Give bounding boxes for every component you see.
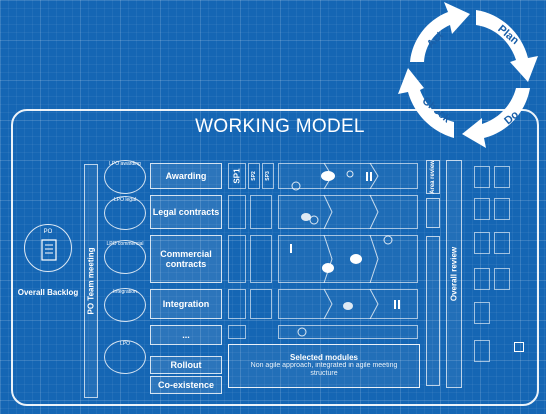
crown-badge-icon <box>343 302 353 310</box>
module-label: Legal contracts <box>152 207 220 217</box>
sp3-box: SP3 <box>262 163 274 189</box>
area-review-lane <box>426 198 440 228</box>
module-label: Awarding <box>165 171 207 181</box>
sp-label: SP3 <box>265 171 271 181</box>
sprint-lane-3 <box>278 235 418 283</box>
pill-text: LPO commercial <box>106 241 144 247</box>
right-box <box>474 232 490 254</box>
refresh-icon <box>383 235 393 245</box>
refresh-icon <box>309 215 319 225</box>
crown-badge-icon <box>350 254 362 264</box>
sp-lane-box <box>228 195 246 229</box>
module-integration: Integration <box>150 289 222 319</box>
right-box <box>474 340 490 362</box>
sp-label: SP1 <box>232 168 242 184</box>
po-label: PO <box>43 229 53 235</box>
right-box <box>494 166 510 188</box>
working-model-frame <box>11 109 539 406</box>
module-label: Commercial contracts <box>160 249 212 269</box>
refresh-icon <box>297 327 307 337</box>
po-team-meeting-label: PO Team meeting <box>86 247 96 315</box>
right-box <box>474 302 490 324</box>
box-icon <box>514 342 524 352</box>
check-arrow <box>398 68 454 138</box>
module-legal-contracts: Legal contracts <box>150 195 222 229</box>
page-title: WORKING MODEL <box>195 116 365 137</box>
area-review-label: Area review <box>430 160 436 194</box>
lpo-pill-5: LPO <box>104 340 146 374</box>
arrow-icon <box>394 300 396 309</box>
overall-backlog-label: Overall Backlog <box>17 288 79 297</box>
module-label: Integration <box>162 299 210 309</box>
lpo-pill-4: Integration <box>104 288 146 322</box>
module-label: Co-existence <box>157 380 215 390</box>
right-box <box>494 232 510 254</box>
module-ellipsis: ... <box>150 325 222 345</box>
crown-badge-icon <box>301 213 311 221</box>
module-label: Rollout <box>170 360 202 370</box>
right-box <box>474 268 490 290</box>
sp-lane-box <box>250 235 272 283</box>
search-icon <box>346 170 354 178</box>
selected-modules-desc: Non agile approach, integrated in agile … <box>250 362 398 377</box>
sp-lane-box <box>228 235 246 283</box>
act-arrow <box>410 2 470 62</box>
sp1-box: SP1 <box>228 163 246 189</box>
cycle-icons <box>291 170 393 337</box>
sp-label: SP2 <box>251 171 257 181</box>
refresh-icon <box>291 181 301 191</box>
lpo-pill-3: LPO commercial <box>104 240 146 274</box>
lpo-pill-1: LPO awarding <box>104 160 146 194</box>
document-icon <box>41 239 57 261</box>
sp-lane-box <box>228 325 246 339</box>
arrow-icon <box>290 244 292 253</box>
sprint-icons <box>290 171 400 310</box>
sp2-box: SP2 <box>248 163 260 189</box>
sp-lane-box <box>228 289 246 319</box>
sprint-lane-2 <box>278 195 418 229</box>
arrow-icon <box>370 172 372 181</box>
pill-text: Integration <box>113 289 137 295</box>
selected-modules-title: Selected modules <box>289 353 359 362</box>
right-box <box>474 198 490 220</box>
right-box <box>494 198 510 220</box>
module-label: ... <box>182 330 190 340</box>
cycle-arrows <box>398 2 538 148</box>
right-box <box>474 166 490 188</box>
right-box <box>494 268 510 290</box>
do-arrow <box>462 88 530 148</box>
po-circle: PO <box>24 224 72 272</box>
area-review-lane <box>426 236 440 386</box>
sprint-chevrons <box>290 162 400 337</box>
po-team-meeting-bar: PO Team meeting <box>84 164 98 398</box>
module-co-existence: Co-existence <box>150 376 222 394</box>
module-rollout: Rollout <box>150 356 222 374</box>
area-review-box: Area review <box>426 160 440 194</box>
overall-review-bar: Overall review <box>446 160 462 388</box>
crown-badge-icon <box>321 171 335 181</box>
crown-badge-icon <box>322 263 334 273</box>
plan-arrow <box>476 10 538 82</box>
module-awarding: Awarding <box>150 163 222 189</box>
lpo-pill-2: LPO legal <box>104 196 146 230</box>
module-commercial-contracts: Commercial contracts <box>150 235 222 283</box>
overall-review-label: Overall review <box>449 246 459 302</box>
sp-lane-box <box>250 289 272 319</box>
selected-modules-box: Selected modules Non agile approach, int… <box>228 344 420 388</box>
pill-text: LPO <box>119 341 130 347</box>
pill-text: LPO awarding <box>109 161 141 167</box>
sp-lane-box <box>250 195 272 229</box>
sprint-lane-5 <box>278 325 418 339</box>
pill-text: LPO legal <box>114 197 136 203</box>
arrow-icon <box>398 300 400 309</box>
arrow-icon <box>366 172 368 181</box>
